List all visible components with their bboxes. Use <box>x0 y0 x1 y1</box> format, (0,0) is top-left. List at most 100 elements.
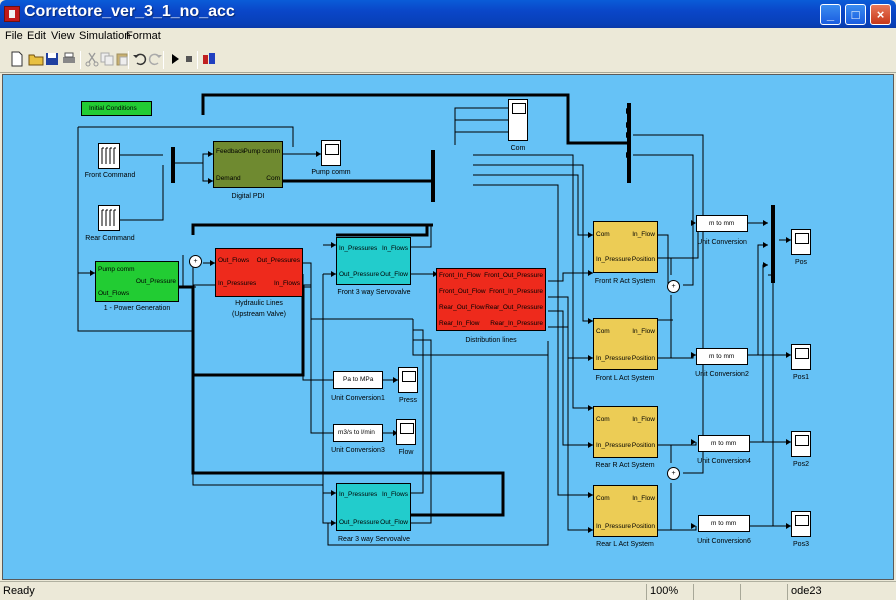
m-to-mm-block[interactable]: m to mm <box>696 215 748 232</box>
port-in-pressure: In_Pressure <box>596 256 632 263</box>
rear-command-block[interactable] <box>98 205 120 231</box>
port-in-flows: In_Flows <box>381 491 408 498</box>
front-command-block[interactable] <box>98 143 120 169</box>
port-in-flows: In_Flows <box>273 280 300 287</box>
status-text: Ready <box>3 585 35 597</box>
hydraulic-lines-block[interactable]: Out_Flows In_Pressures Out_Pressures In_… <box>215 248 303 297</box>
unit-conversion-label: Unit Conversion <box>697 239 747 246</box>
sum-block-1[interactable]: + <box>189 255 202 268</box>
minimize-button[interactable]: _ <box>820 4 841 25</box>
com-mux[interactable] <box>431 150 435 202</box>
m-to-mm-block-2[interactable]: m to mm <box>696 348 748 365</box>
sum-block-front[interactable]: + <box>667 280 680 293</box>
close-button[interactable]: × <box>870 4 891 25</box>
unit-conversion1-label: Unit Conversion1 <box>331 395 385 402</box>
rear-r-act-system-block[interactable]: Com In_Pressure In_Flow Position <box>593 406 658 458</box>
toolbar <box>0 47 896 73</box>
rear-l-act-system-block[interactable]: Com In_Pressure In_Flow Position <box>593 485 658 537</box>
title-bar[interactable]: Correttore_ver_3_1_no_acc _ □ × <box>0 0 896 28</box>
copy-icon[interactable] <box>99 51 115 67</box>
redo-icon[interactable] <box>147 51 163 67</box>
press-scope[interactable] <box>398 367 418 393</box>
menu-format[interactable]: Format <box>126 30 161 42</box>
feedback-mux[interactable] <box>627 103 631 183</box>
status-cell-empty <box>740 584 786 600</box>
digital-pdi-label: Digital PDI <box>231 193 265 200</box>
port-out-pressure: Out_Pressure <box>339 519 380 526</box>
simulink-model-canvas[interactable]: Initial Conditions Front Command Rear Co… <box>2 74 894 580</box>
open-icon[interactable] <box>28 51 44 67</box>
command-mux[interactable] <box>171 147 175 183</box>
port-in-pressures: In_Pressures <box>218 280 257 287</box>
pos2-scope[interactable] <box>791 431 811 457</box>
port-feedback: Feedback <box>216 148 245 155</box>
initial-conditions-block[interactable]: Initial Conditions <box>81 101 152 116</box>
port-out-flow: Out_Flow <box>380 519 408 526</box>
pos1-scope[interactable] <box>791 344 811 370</box>
pa-to-mpa-block[interactable]: Pa to MPa <box>333 371 383 389</box>
com-scope[interactable] <box>508 99 528 141</box>
flow-scope[interactable] <box>396 419 416 445</box>
power-generation-block[interactable]: Pump comm Out_Flows Out_Pressure <box>95 261 179 302</box>
front-r-act-system-block[interactable]: Com In_Pressure In_Flow Position <box>593 221 658 273</box>
port-in-flow: In_Flow <box>632 416 655 423</box>
distribution-lines-block[interactable]: Front_In_Flow Front_Out_Flow Rear_Out_Fl… <box>436 268 546 331</box>
menu-edit[interactable]: Edit <box>27 30 46 42</box>
port-in-flow: In_Flow <box>632 328 655 335</box>
port-out-flows: Out_Flows <box>98 290 130 297</box>
distribution-lines-label: Distribution lines <box>465 337 517 344</box>
window-title: Correttore_ver_3_1_no_acc <box>24 3 235 20</box>
save-icon[interactable] <box>44 51 60 67</box>
port-rear-out-pressure: Rear_Out_Pressure <box>485 304 543 311</box>
port-position: Position <box>631 523 655 530</box>
port-demand: Demand <box>216 175 241 182</box>
undo-icon[interactable] <box>132 51 148 67</box>
port-rear-in-flow: Rear_In_Flow <box>439 320 480 327</box>
pos3-scope-label: Pos3 <box>793 541 809 548</box>
pos-mux[interactable] <box>771 205 775 283</box>
maximize-button[interactable]: □ <box>845 4 866 25</box>
port-front-in-flow: Front_In_Flow <box>439 272 481 279</box>
new-icon[interactable] <box>9 51 25 67</box>
m3s-to-lmin-text: m3/s to l/min <box>338 429 375 436</box>
m-to-mm-text: m to mm <box>711 440 737 447</box>
initial-conditions-label: Initial Conditions <box>89 105 137 112</box>
menu-simulation[interactable]: Simulation <box>79 30 131 42</box>
m-to-mm-block-4[interactable]: m to mm <box>698 435 750 452</box>
front-l-act-system-block[interactable]: Com In_Pressure In_Flow Position <box>593 318 658 370</box>
paste-icon[interactable] <box>114 51 130 67</box>
port-in-pressure: In_Pressure <box>596 355 632 362</box>
port-front-in-pressure: Front_In_Pressure <box>489 288 543 295</box>
port-position: Position <box>631 256 655 263</box>
com-scope-label: Com <box>510 145 526 152</box>
rear-servovalve-block[interactable]: In_Pressures Out_Pressure In_Flows Out_F… <box>336 483 411 531</box>
port-in-pressure: In_Pressure <box>596 442 632 449</box>
sum-plus-sign: + <box>193 258 198 265</box>
start-simulation-icon[interactable] <box>167 51 183 67</box>
m-to-mm-block-6[interactable]: m to mm <box>698 515 750 532</box>
press-scope-label: Press <box>399 397 417 404</box>
port-in-flow: In_Flow <box>632 495 655 502</box>
port-in-flow: In_Flow <box>632 231 655 238</box>
pos3-scope[interactable] <box>791 511 811 537</box>
sum-block-rear[interactable]: + <box>667 467 680 480</box>
status-cell-empty <box>693 584 739 600</box>
library-browser-icon[interactable] <box>201 51 217 67</box>
pos-scope[interactable] <box>791 229 811 255</box>
cut-icon[interactable] <box>84 51 100 67</box>
port-pump-comm: Pump comm <box>98 266 135 273</box>
stop-simulation-icon[interactable] <box>181 51 197 67</box>
print-icon[interactable] <box>61 51 77 67</box>
m3s-to-lmin-block[interactable]: m3/s to l/min <box>333 424 383 442</box>
simulink-app-icon[interactable] <box>4 6 20 22</box>
digital-pdi-block[interactable]: Feedback Demand Pump comm Com <box>213 141 283 188</box>
menu-view[interactable]: View <box>51 30 75 42</box>
port-in-pressures: In_Pressures <box>339 491 378 498</box>
pump-comm-scope[interactable] <box>321 140 341 166</box>
front-servovalve-block[interactable]: In_Pressures Out_Pressure In_Flows Out_F… <box>336 237 411 285</box>
port-out-pressure: Out_Pressure <box>135 278 176 285</box>
m-to-mm-text: m to mm <box>711 520 737 527</box>
menu-file[interactable]: File <box>5 30 23 42</box>
pos2-scope-label: Pos2 <box>793 461 809 468</box>
